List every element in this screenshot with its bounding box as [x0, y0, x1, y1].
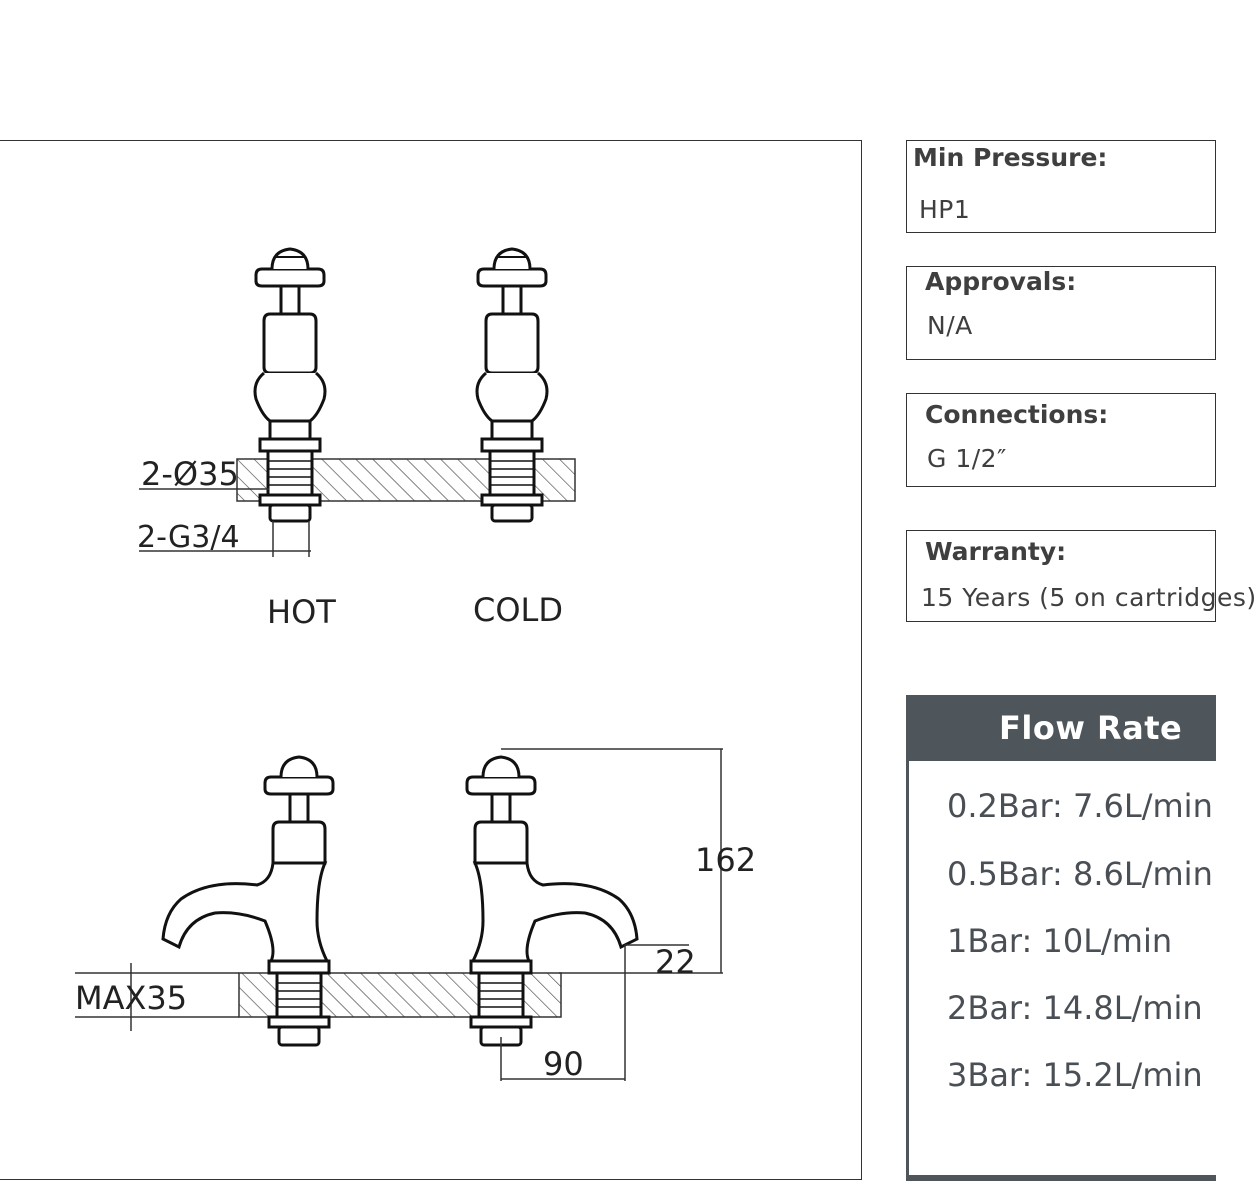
min-pressure-box: Min Pressure: HP1	[906, 140, 1216, 233]
cold-label: COLD	[473, 591, 563, 629]
connections-box: Connections: G 1/2″	[906, 393, 1216, 487]
side-view: MAX35 162 22 90	[75, 748, 756, 1083]
hot-tap-side-view	[161, 755, 335, 1047]
top-view: 2-Ø35 2-G3/4 HOT COLD	[137, 247, 576, 631]
approvals-title: Approvals:	[925, 267, 1077, 296]
flow-rate-header: Flow Rate	[909, 695, 1216, 761]
flow-rate-row: 3Bar: 15.2L/min	[947, 1056, 1203, 1094]
flow-rate-panel: Flow Rate 0.2Bar: 7.6L/min 0.5Bar: 8.6L/…	[906, 695, 1216, 1181]
technical-drawing-frame: 2-Ø35 2-G3/4 HOT COLD MAX35	[0, 140, 862, 1180]
reach-dimension-label: 90	[543, 1045, 584, 1083]
hot-label: HOT	[267, 593, 336, 631]
min-pressure-value: HP1	[919, 195, 971, 224]
flow-rate-row: 0.5Bar: 8.6L/min	[947, 855, 1213, 893]
flow-rate-row: 0.2Bar: 7.6L/min	[947, 787, 1213, 825]
hole-diameter-label: 2-Ø35	[141, 455, 239, 493]
approvals-box: Approvals: N/A	[906, 266, 1216, 360]
technical-drawing: 2-Ø35 2-G3/4 HOT COLD MAX35	[75, 247, 756, 1083]
flow-rate-row: 2Bar: 14.8L/min	[947, 989, 1203, 1027]
warranty-title: Warranty:	[925, 537, 1067, 566]
connections-value: G 1/2″	[927, 444, 1007, 473]
thread-size-label: 2-G3/4	[137, 520, 240, 555]
warranty-value: 15 Years (5 on cartridges)	[921, 583, 1257, 612]
connections-title: Connections:	[925, 400, 1109, 429]
spout-clearance-label: 22	[655, 943, 696, 981]
flow-rate-title: Flow Rate	[999, 709, 1183, 747]
height-dimension-label: 162	[695, 841, 756, 879]
cold-tap-side-view	[465, 755, 639, 1047]
flow-rate-row: 1Bar: 10L/min	[947, 922, 1173, 960]
approvals-value: N/A	[927, 311, 973, 340]
max-thickness-label: MAX35	[75, 979, 187, 1017]
warranty-box: Warranty: 15 Years (5 on cartridges)	[906, 530, 1256, 622]
min-pressure-title: Min Pressure:	[913, 143, 1108, 172]
